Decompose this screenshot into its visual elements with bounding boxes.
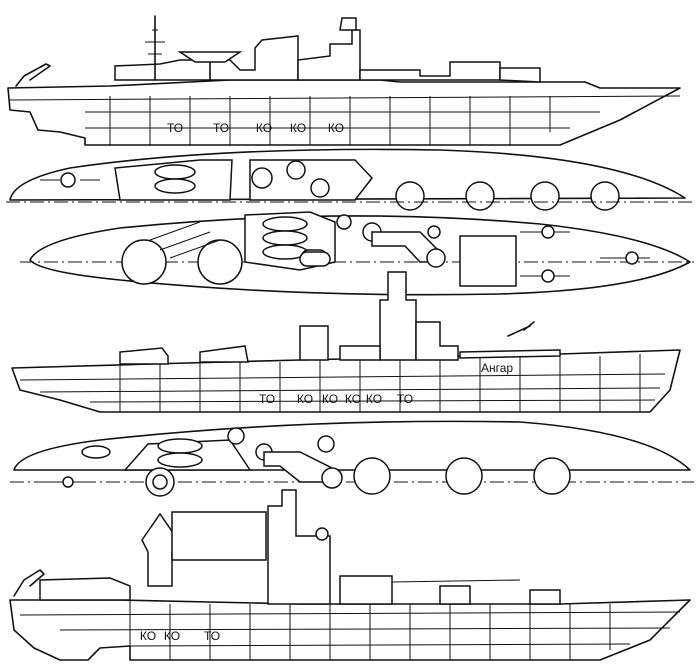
ship-2-label-ko-4: КО	[366, 392, 382, 406]
ship-2-plan	[20, 211, 694, 296]
ship-3-label-ko-1: КО	[140, 629, 156, 643]
ship-1-profile: ТО ТО КО КО КО	[7, 15, 681, 146]
ship-3-label-to-1: ТО	[204, 629, 220, 643]
ship-3-label-ko-2: КО	[164, 629, 180, 643]
ship-2-label-ko-1: КО	[297, 392, 313, 406]
ship-1-label-ko-1: КО	[256, 121, 272, 135]
ship-2-hull	[11, 349, 681, 413]
ship-2-label-to-2: ТО	[397, 392, 413, 406]
ship-1-label-ko-3: КО	[328, 121, 344, 135]
ship-2-label-ko-2: КО	[322, 392, 338, 406]
ship-2-label-to-1: ТО	[259, 392, 275, 406]
ship-3-profile: КО КО ТО	[9, 489, 691, 661]
ship-2-label-ko-3: КО	[345, 392, 361, 406]
ship-1-label-ko-2: КО	[290, 121, 306, 135]
ship-2-label-hangar: Ангар	[481, 361, 513, 375]
ship-1-plan	[6, 148, 694, 211]
ship-1-label-to-2: ТО	[213, 121, 229, 135]
ship-1-label-to-1: ТО	[167, 121, 183, 135]
ship-2-plan-lower	[10, 420, 694, 497]
ship-2-profile: ТО КО КО КО КО ТО Ангар	[11, 271, 681, 413]
